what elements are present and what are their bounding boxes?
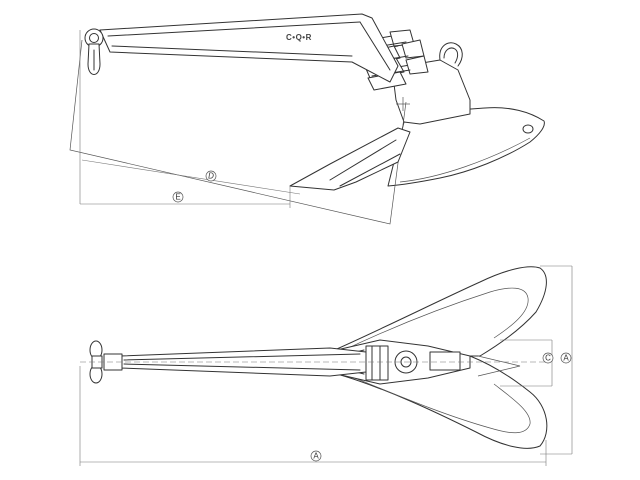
dim-e-marker: [172, 191, 184, 203]
dim-a-right-marker: [560, 352, 572, 364]
top-view: C A A: [79, 265, 573, 466]
top-fluke-tip-notch: [477, 355, 521, 377]
side-fluke-tip: [289, 127, 411, 191]
side-shackle-ring-inner: [443, 47, 459, 64]
top-crown-block: [365, 345, 389, 381]
top-shank-ridge-lower: [123, 363, 361, 371]
side-rotated-outline: [69, 39, 407, 225]
side-view: C•Q•R D E: [69, 13, 545, 225]
side-shackle-ring: [439, 42, 463, 67]
side-shank: [99, 13, 399, 83]
dim-d-marker: [205, 170, 217, 182]
side-shank-end-edge: [359, 21, 391, 71]
dim-a-bottom-marker: [310, 450, 322, 462]
dim-c-label: C: [545, 354, 551, 363]
side-crown: [391, 59, 471, 125]
side-shank-ridge: [107, 21, 361, 37]
side-fluke-edge: [399, 137, 531, 183]
side-shackle-eye-hole: [89, 33, 99, 43]
top-fluke-upper-fold: [339, 287, 529, 353]
side-fluke-tip-crease-2: [339, 153, 401, 187]
top-fluke-lower-fold: [339, 371, 531, 434]
dim-d-label: D: [208, 172, 214, 181]
side-fluke-tip-crease: [329, 139, 397, 181]
dim-d-line: [81, 159, 301, 195]
side-shank-lower-edge: [111, 45, 353, 57]
side-fluke-hole: [522, 124, 534, 134]
dim-c-marker: [542, 352, 554, 364]
dim-a-bottom-label: A: [313, 452, 319, 461]
dim-a-right-label: A: [563, 354, 569, 363]
dim-e-label: E: [175, 193, 180, 202]
brand-text: C•Q•R: [286, 33, 312, 42]
top-shank-ridge-upper: [123, 353, 361, 361]
top-crown-rear-block: [429, 351, 461, 371]
